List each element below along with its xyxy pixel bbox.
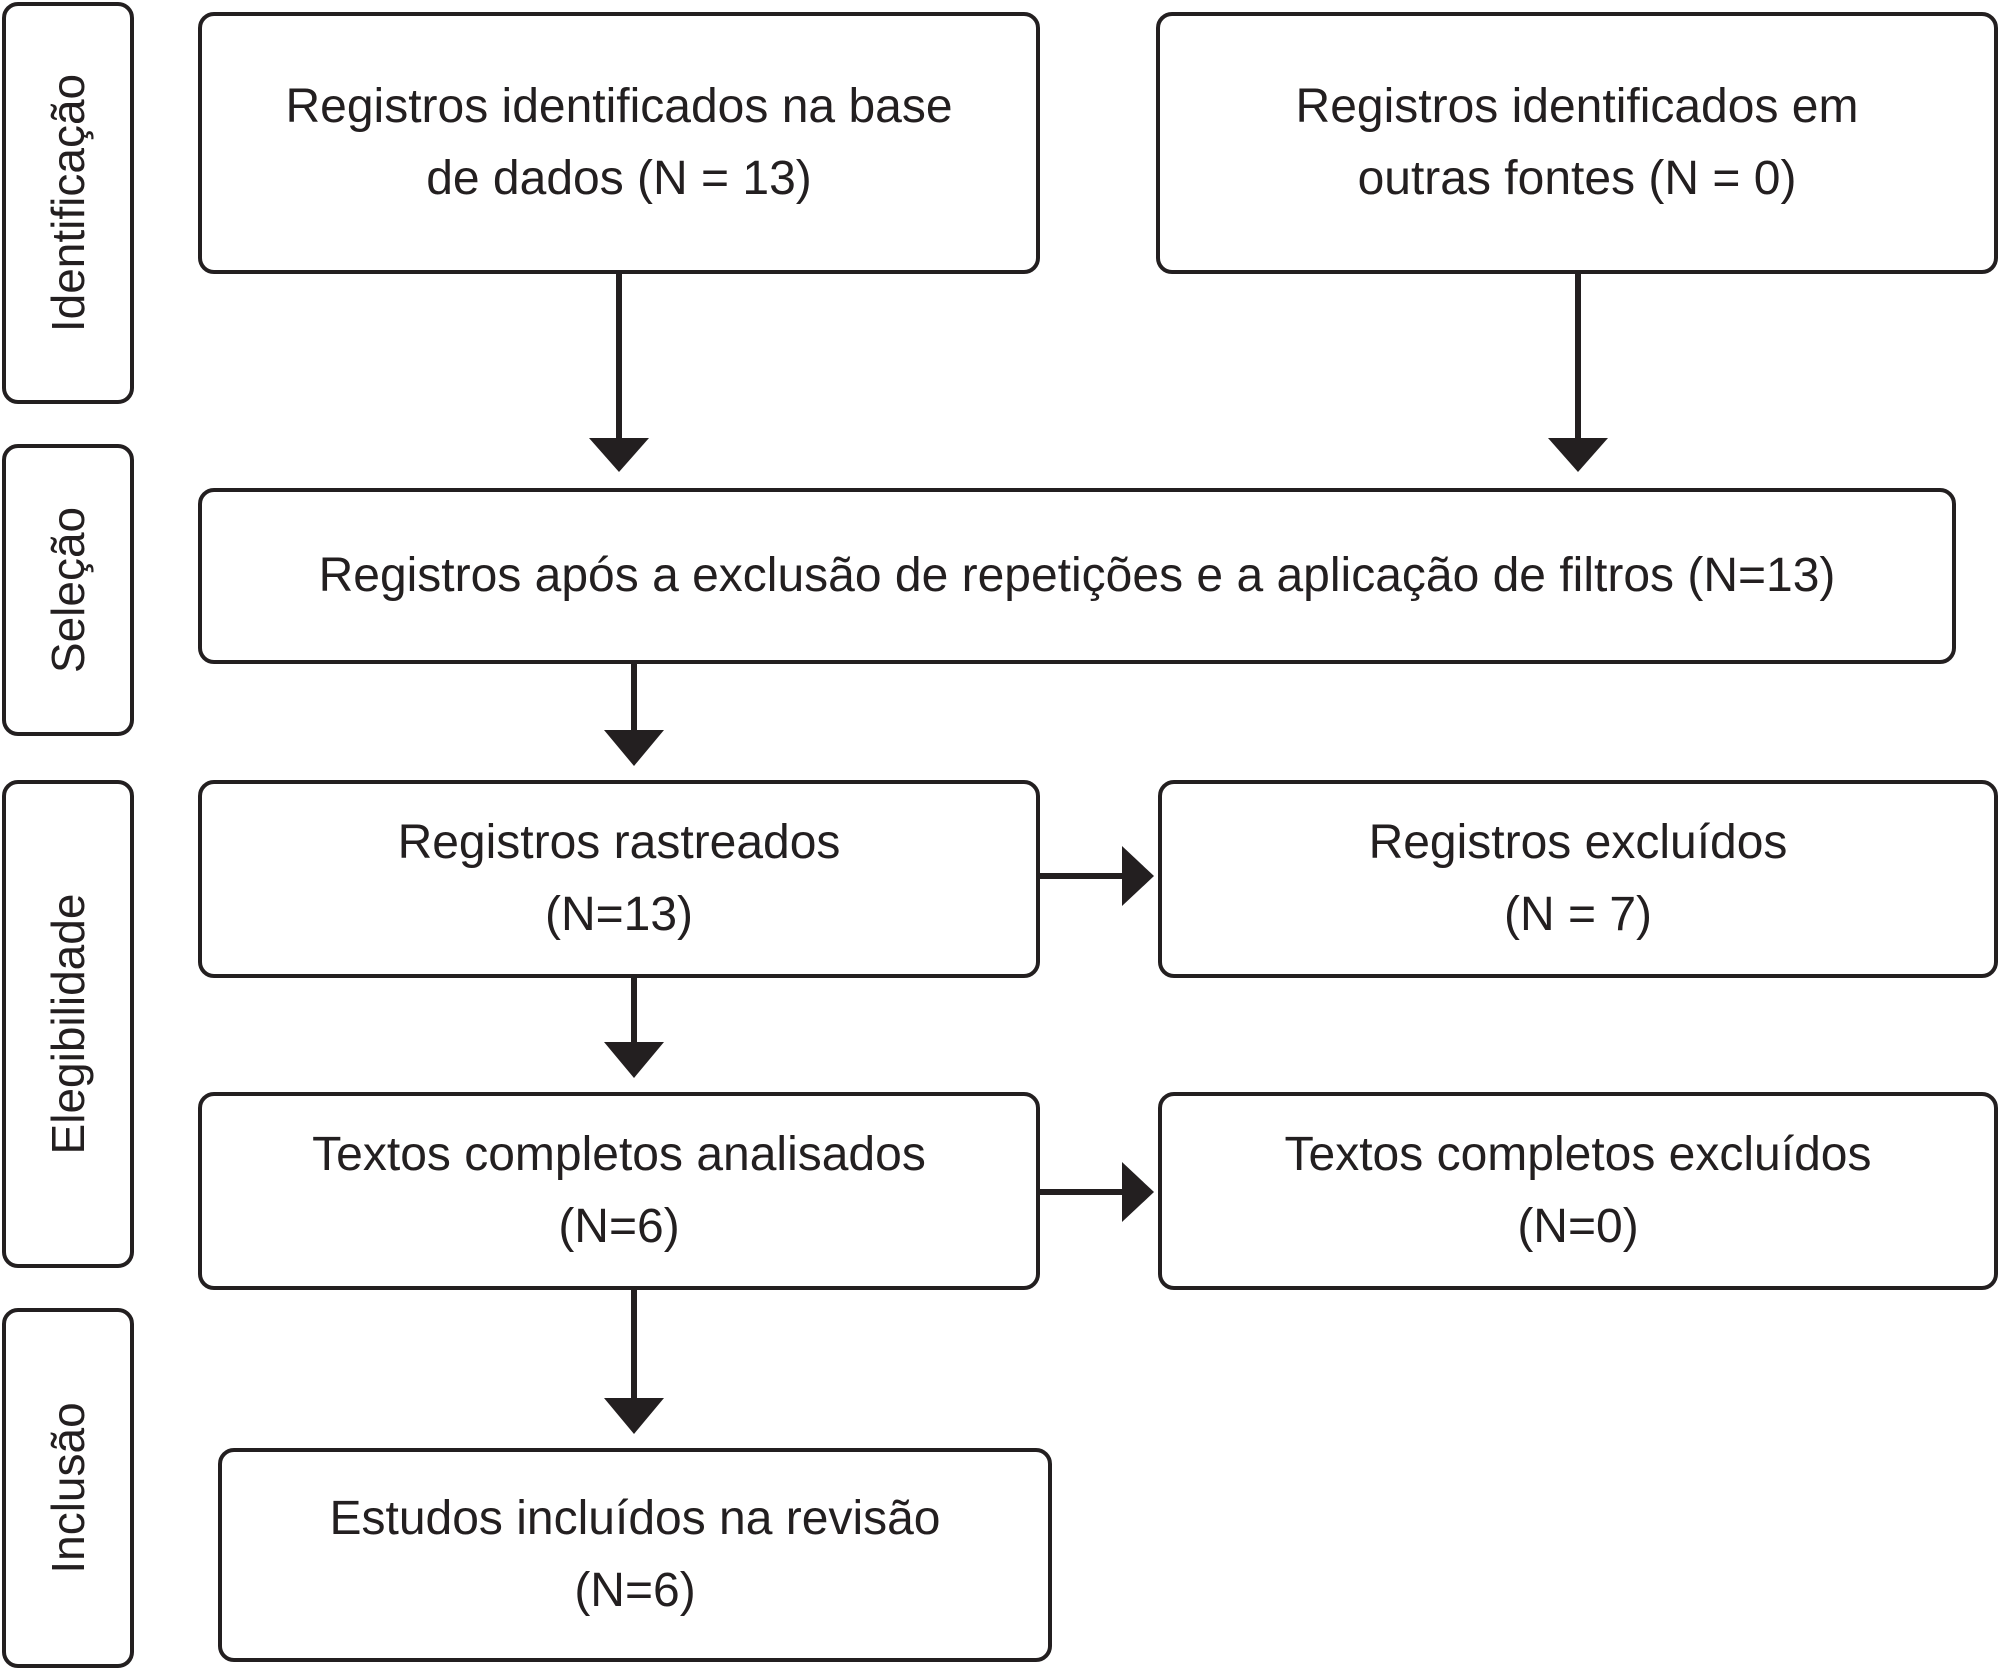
- stage-elegibilidade-label: Elegibilidade: [42, 893, 94, 1155]
- box-excluded: Registros excluídos (N = 7): [1158, 780, 1998, 978]
- arrow-other-to-dedup: [1548, 274, 1608, 472]
- stage-selecao-label: Seleção: [42, 506, 94, 674]
- stage-selecao: Seleção: [2, 444, 134, 736]
- box-screened: Registros rastreados (N=13): [198, 780, 1040, 978]
- arrow-fulltext-to-fulltext-excluded: [1040, 1162, 1154, 1222]
- box-screened-line1: Registros rastreados: [397, 816, 841, 869]
- box-database-records-line2: de dados (N = 13): [426, 152, 812, 205]
- box-other-sources: Registros identificados em outras fontes…: [1156, 12, 1998, 274]
- box-database-records: Registros identificados na base de dados…: [198, 12, 1040, 274]
- box-screened-line2: (N=13): [544, 888, 694, 941]
- arrow-dedup-to-screened: [604, 664, 664, 766]
- arrow-database-to-dedup: [589, 274, 649, 472]
- arrow-screened-to-fulltext: [604, 978, 664, 1078]
- arrow-fulltext-to-included: [604, 1290, 664, 1434]
- box-included: Estudos incluídos na revisão (N=6): [218, 1448, 1052, 1662]
- arrow-screened-to-excluded: [1040, 846, 1154, 906]
- stage-identificacao: Identificação: [2, 2, 134, 404]
- box-database-records-line1: Registros identificados na base: [285, 80, 953, 133]
- box-fulltext-excluded: Textos completos excluídos (N=0): [1158, 1092, 1998, 1290]
- box-excluded-line1: Registros excluídos: [1368, 816, 1788, 869]
- box-included-line1: Estudos incluídos na revisão: [329, 1492, 941, 1545]
- box-other-sources-line1: Registros identificados em: [1295, 80, 1859, 133]
- stage-identificacao-label: Identificação: [42, 73, 94, 333]
- box-fulltext-assessed: Textos completos analisados (N=6): [198, 1092, 1040, 1290]
- box-fulltext-assessed-line2: (N=6): [558, 1200, 680, 1253]
- box-fulltext-excluded-line1: Textos completos excluídos: [1284, 1128, 1872, 1181]
- box-after-dedup-line1: Registros após a exclusão de repetições …: [318, 549, 1836, 602]
- box-included-line2: (N=6): [574, 1564, 696, 1617]
- stage-inclusao-label: Inclusão: [42, 1402, 94, 1574]
- box-fulltext-assessed-line1: Textos completos analisados: [312, 1128, 926, 1181]
- box-excluded-line2: (N = 7): [1503, 888, 1653, 941]
- stage-elegibilidade: Elegibilidade: [2, 780, 134, 1268]
- stage-inclusao: Inclusão: [2, 1308, 134, 1668]
- box-fulltext-excluded-line2: (N=0): [1517, 1200, 1639, 1253]
- box-after-dedup: Registros após a exclusão de repetições …: [198, 488, 1956, 664]
- box-other-sources-line2: outras fontes (N = 0): [1357, 152, 1797, 205]
